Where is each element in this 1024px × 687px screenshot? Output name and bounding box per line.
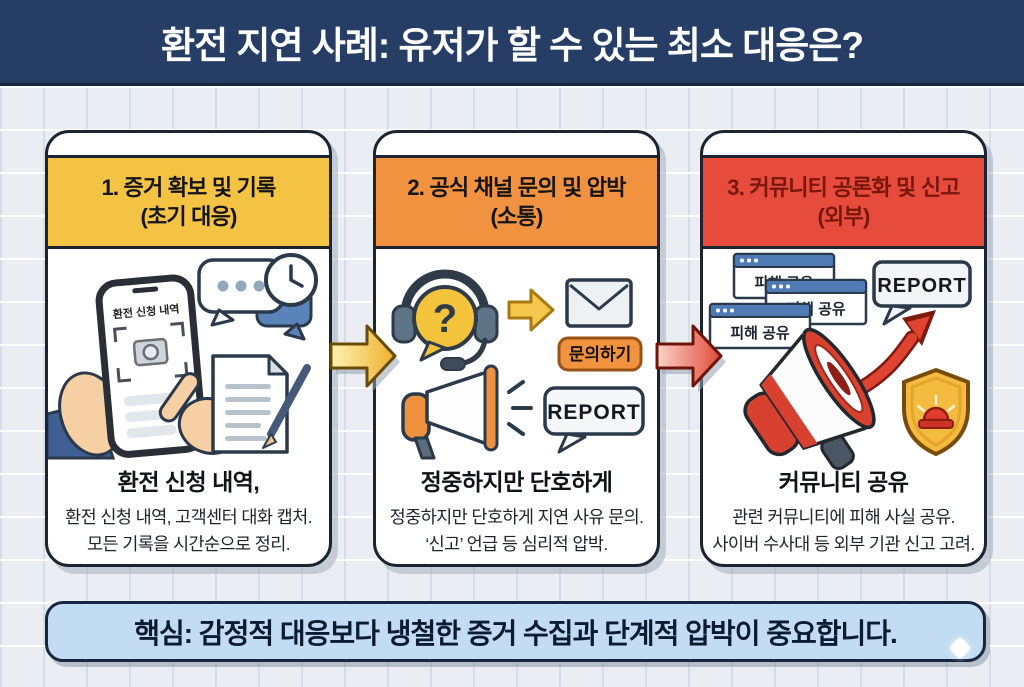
card1-body-line2: 모든 기록을 시간순으로 정리. [86, 534, 291, 555]
small-arrow-icon [507, 288, 554, 332]
megaphone-icon [742, 327, 876, 471]
report-label: REPORT [547, 401, 641, 424]
envelope-icon [564, 278, 633, 328]
clock-icon [263, 253, 318, 307]
card1-title-band: 1. 증거 확보 및 기록 (초기 대응) [48, 155, 329, 249]
phone-in-hand-illustration: 환전 신청 내역 [48, 274, 242, 460]
flow-arrow-2-icon [655, 324, 726, 392]
card3-body-line1: 관련 커뮤니티에 피해 사실 공유. [732, 507, 955, 527]
card3-body-title: 커뮤니티 공유 [778, 469, 909, 495]
footer-key-message-bar: 핵심: 감정적 대응보다 냉철한 증거 수집과 단계적 압박이 중요합니다. [45, 601, 986, 662]
card2-body: 정중하지만 단호하게 정중하지만 단호하게 지연 사유 문의. ‘신고’ 언급 … [376, 461, 657, 558]
card3-title-line2: (외부) [817, 204, 871, 229]
card3-illustration: 피해 공유 피해 공유 피해 공유 REPORT [703, 249, 984, 471]
card3-title-band: 3. 커뮤니티 공론화 및 신고 (외부) [703, 155, 984, 249]
card2-body-line1: 정중하지만 단호하게 지연 사유 문의. [389, 507, 644, 527]
card3-body-line2: 사이버 수사대 등 외부 기관 신고 고려. [712, 534, 975, 555]
report-label: REPORT [877, 275, 966, 297]
report-bubble: REPORT [542, 386, 645, 454]
browser-window-3: 피해 공유 [708, 302, 811, 350]
card2-illustration: ? 문의하기 [376, 249, 657, 461]
card1-body-line1: 환전 신청 내역, 고객센터 대화 캡처. [65, 507, 312, 527]
inquiry-button-label: 문의하기 [568, 345, 631, 364]
question-mark-glyph: ? [432, 297, 456, 341]
card3-body: 커뮤니티 공유 관련 커뮤니티에 피해 사실 공유. 사이버 수사대 등 외부 … [703, 461, 984, 558]
card1-title-line1: 1. 증거 확보 및 기록 [101, 174, 276, 200]
flow-arrow-1-icon [329, 324, 400, 392]
card1-body: 환전 신청 내역, 환전 신청 내역, 고객센터 대화 캡처. 모든 기록을 시… [48, 461, 329, 558]
header-bar: 환전 지연 사례: 유저가 할 수 있는 최소 대응은? [0, 0, 1024, 86]
card2-title-line1: 2. 공식 채널 문의 및 압박 [407, 174, 626, 200]
shield-siren-icon [901, 368, 970, 456]
megaphone-icon [400, 364, 533, 460]
card1-body-title: 환전 신청 내역, [117, 469, 260, 495]
card2-title-line2: (소통) [490, 204, 544, 229]
card3-title-line1: 3. 커뮤니티 공론화 및 신고 [727, 174, 960, 200]
page-title: 환전 지연 사례: 유저가 할 수 있는 최소 대응은? [161, 24, 864, 66]
curved-arrow-icon [850, 310, 936, 398]
card-step-2: 2. 공식 채널 문의 및 압박 (소통) ? [373, 130, 660, 567]
document-pen-icon [210, 354, 311, 454]
footer-key-message: 핵심: 감정적 대응보다 냉철한 증거 수집과 단계적 압박이 중요합니다. [134, 617, 898, 649]
inquiry-button-graphic: 문의하기 [557, 336, 642, 372]
window-label: 피해 공유 [730, 325, 790, 342]
card2-body-title: 정중하지만 단호하게 [420, 469, 613, 495]
card2-title-band: 2. 공식 채널 문의 및 압박 (소통) [376, 155, 657, 249]
card-step-3: 3. 커뮤니티 공론화 및 신고 (외부) 피해 공유 피해 공유 [700, 130, 987, 567]
card2-body-line2: ‘신고’ 언급 등 심리적 압박. [425, 534, 608, 555]
report-bubble: REPORT [871, 260, 972, 326]
support-headset-icon: ? [391, 269, 498, 371]
card1-title-line2: (초기 대응) [140, 204, 237, 229]
card-step-1: 1. 증거 확보 및 기록 (초기 대응) 환전 신청 내역 [45, 130, 332, 567]
card1-illustration: 환전 신청 내역 [48, 249, 329, 461]
